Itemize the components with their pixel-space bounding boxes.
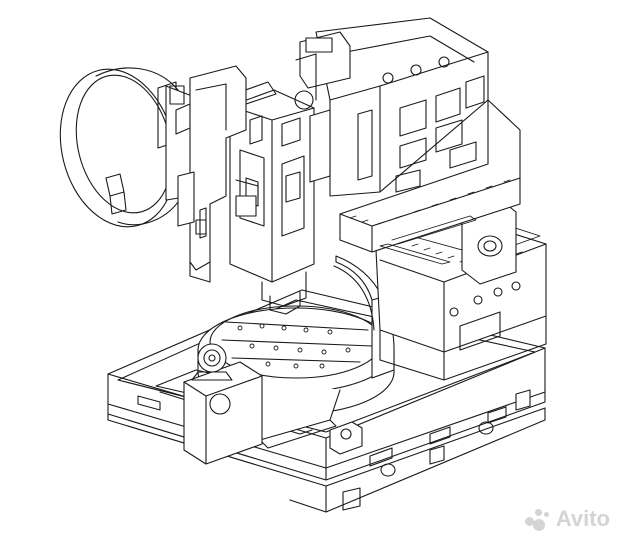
- trunnion-support: [183, 343, 263, 465]
- x-axis-gantry: [299, 17, 521, 253]
- avito-watermark: Avito: [524, 506, 610, 532]
- guide-rails: [379, 215, 477, 265]
- avito-logo-icon: [524, 507, 551, 531]
- tool-magazine: [59, 67, 193, 228]
- main-column: [177, 65, 247, 283]
- spindle-column: [229, 53, 331, 315]
- watermark-text: Avito: [555, 506, 610, 531]
